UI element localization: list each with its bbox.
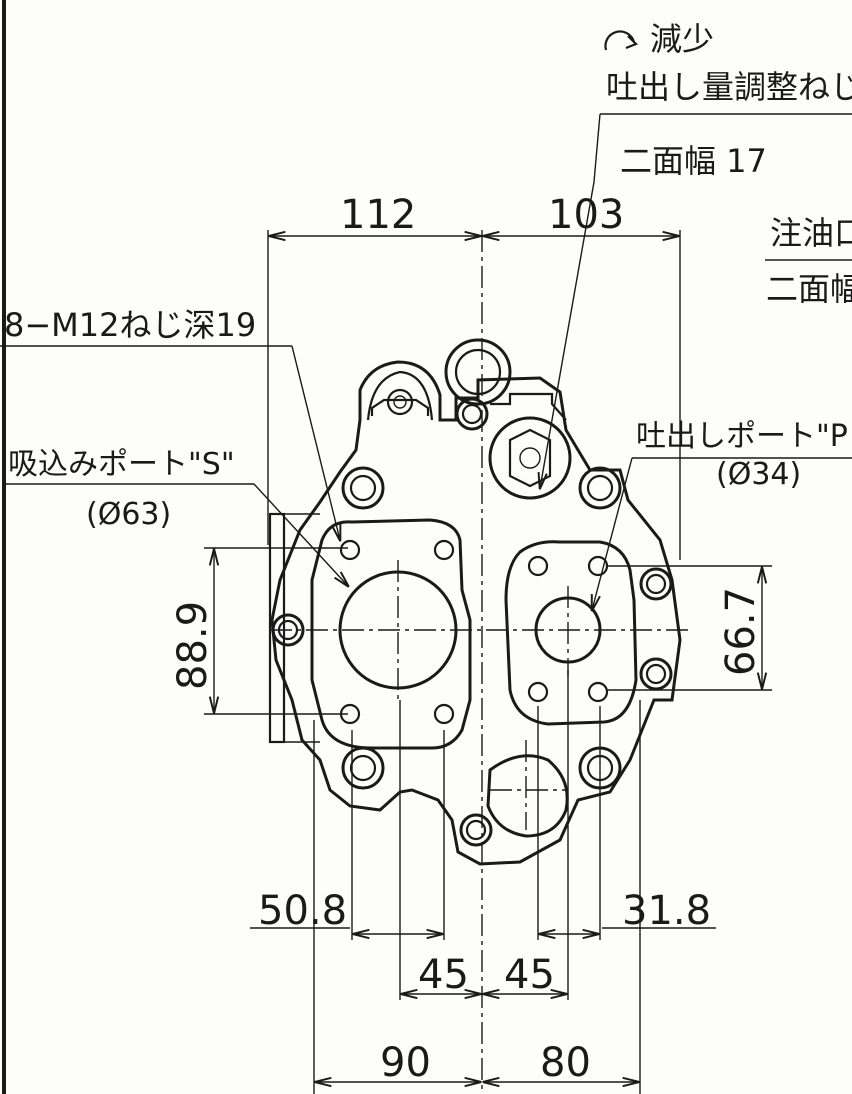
center-lines <box>270 230 690 1094</box>
dim-45-right: 45 <box>504 952 555 998</box>
bolt-heads <box>271 397 673 847</box>
dim-45-left: 45 <box>418 952 469 998</box>
lower-plug <box>486 754 569 838</box>
dim-80: 80 <box>540 1040 591 1086</box>
suction-port-label: 吸込みポート"S" <box>8 447 235 482</box>
discharge-port-flange <box>504 540 638 726</box>
adjust-screw-label: 吐出し量調整ねじ <box>606 68 852 106</box>
tapped-holes-label: 8−M12ねじ深19 <box>4 306 256 344</box>
dim-112: 112 <box>340 192 416 238</box>
dim-31-8: 31.8 <box>622 888 711 934</box>
suction-dia-label: (Ø63) <box>86 497 171 532</box>
pump-body-outline <box>268 338 682 866</box>
oil-fill-port-label: 注油口 <box>770 214 852 252</box>
dim-90: 90 <box>380 1040 431 1086</box>
dim-103: 103 <box>548 192 624 238</box>
decrease-label: 減少 <box>650 20 714 58</box>
adjust-screw <box>488 416 572 500</box>
dim-88-9: 88.9 <box>170 601 216 690</box>
decrease-arrow-icon <box>604 30 638 51</box>
discharge-dia-label: (Ø34) <box>716 457 801 492</box>
wrench-partial-label: 二面幅 <box>766 270 852 308</box>
dim-50-8: 50.8 <box>258 888 347 934</box>
leader-lines <box>253 113 633 610</box>
discharge-port-label: 吐出しポート"P <box>636 419 848 454</box>
wrench-17-label: 二面幅 17 <box>620 142 767 180</box>
dim-66-7: 66.7 <box>718 587 764 676</box>
dimension-lines <box>204 230 772 1094</box>
